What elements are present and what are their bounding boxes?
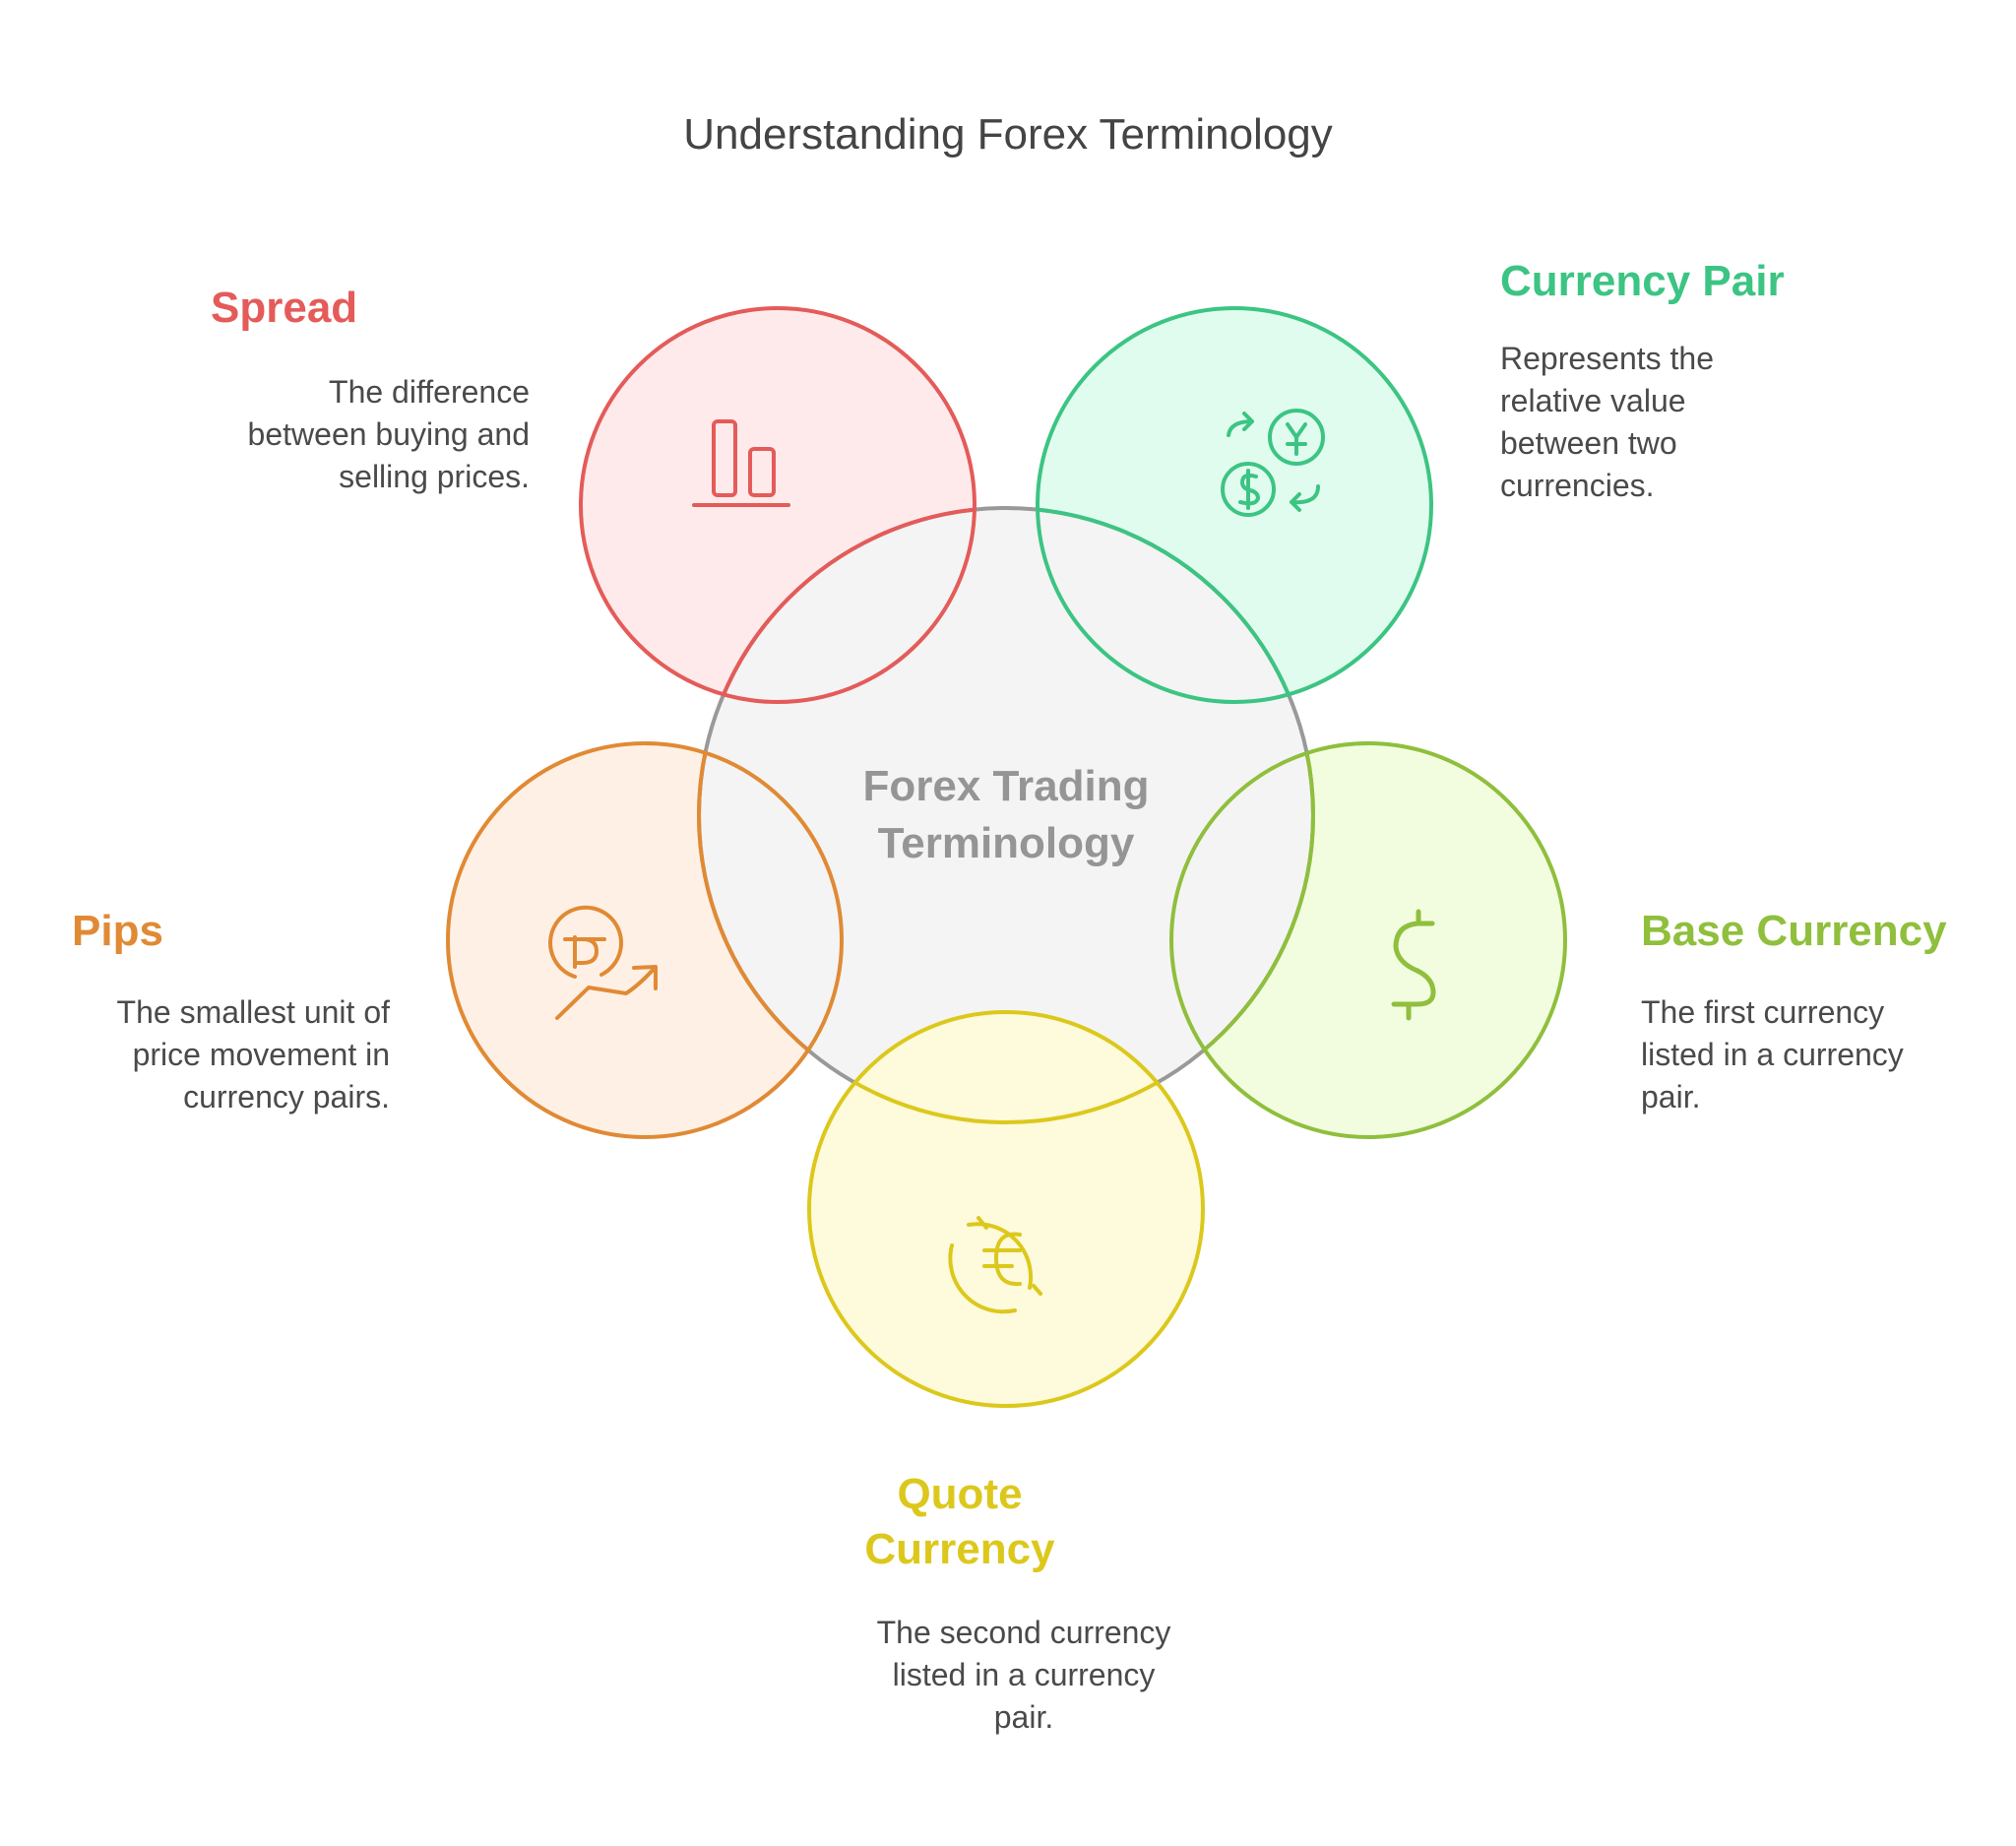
base-currency-description: The first currency listed in a currency …	[1641, 994, 1904, 1114]
center-label: Forex Trading Terminology	[862, 762, 1150, 867]
diagram-title: Understanding Forex Terminology	[683, 110, 1333, 159]
spread-label: Spread	[211, 284, 358, 332]
bar-chart-icon	[692, 419, 790, 507]
quote-currency-description: The second currency listed in a currency…	[876, 1615, 1171, 1735]
euro-coin-icon	[948, 1216, 1042, 1314]
pips-description: The smallest unit of price movement in c…	[116, 994, 390, 1114]
currency-pair-label: Currency Pair	[1500, 257, 1785, 305]
quote-currency-label: Quote Currency	[864, 1470, 1055, 1573]
currency-pair-description: Represents the relative value between tw…	[1500, 341, 1715, 503]
currency-exchange-icon	[1221, 409, 1325, 517]
quote-currency-circle	[807, 1010, 1205, 1408]
pips-label: Pips	[72, 907, 163, 955]
base-currency-label: Base Currency	[1641, 907, 1947, 955]
dollar-icon	[1391, 909, 1436, 1021]
spread-description: The difference between buying and sellin…	[247, 374, 530, 494]
price-trend-icon	[548, 905, 658, 1020]
